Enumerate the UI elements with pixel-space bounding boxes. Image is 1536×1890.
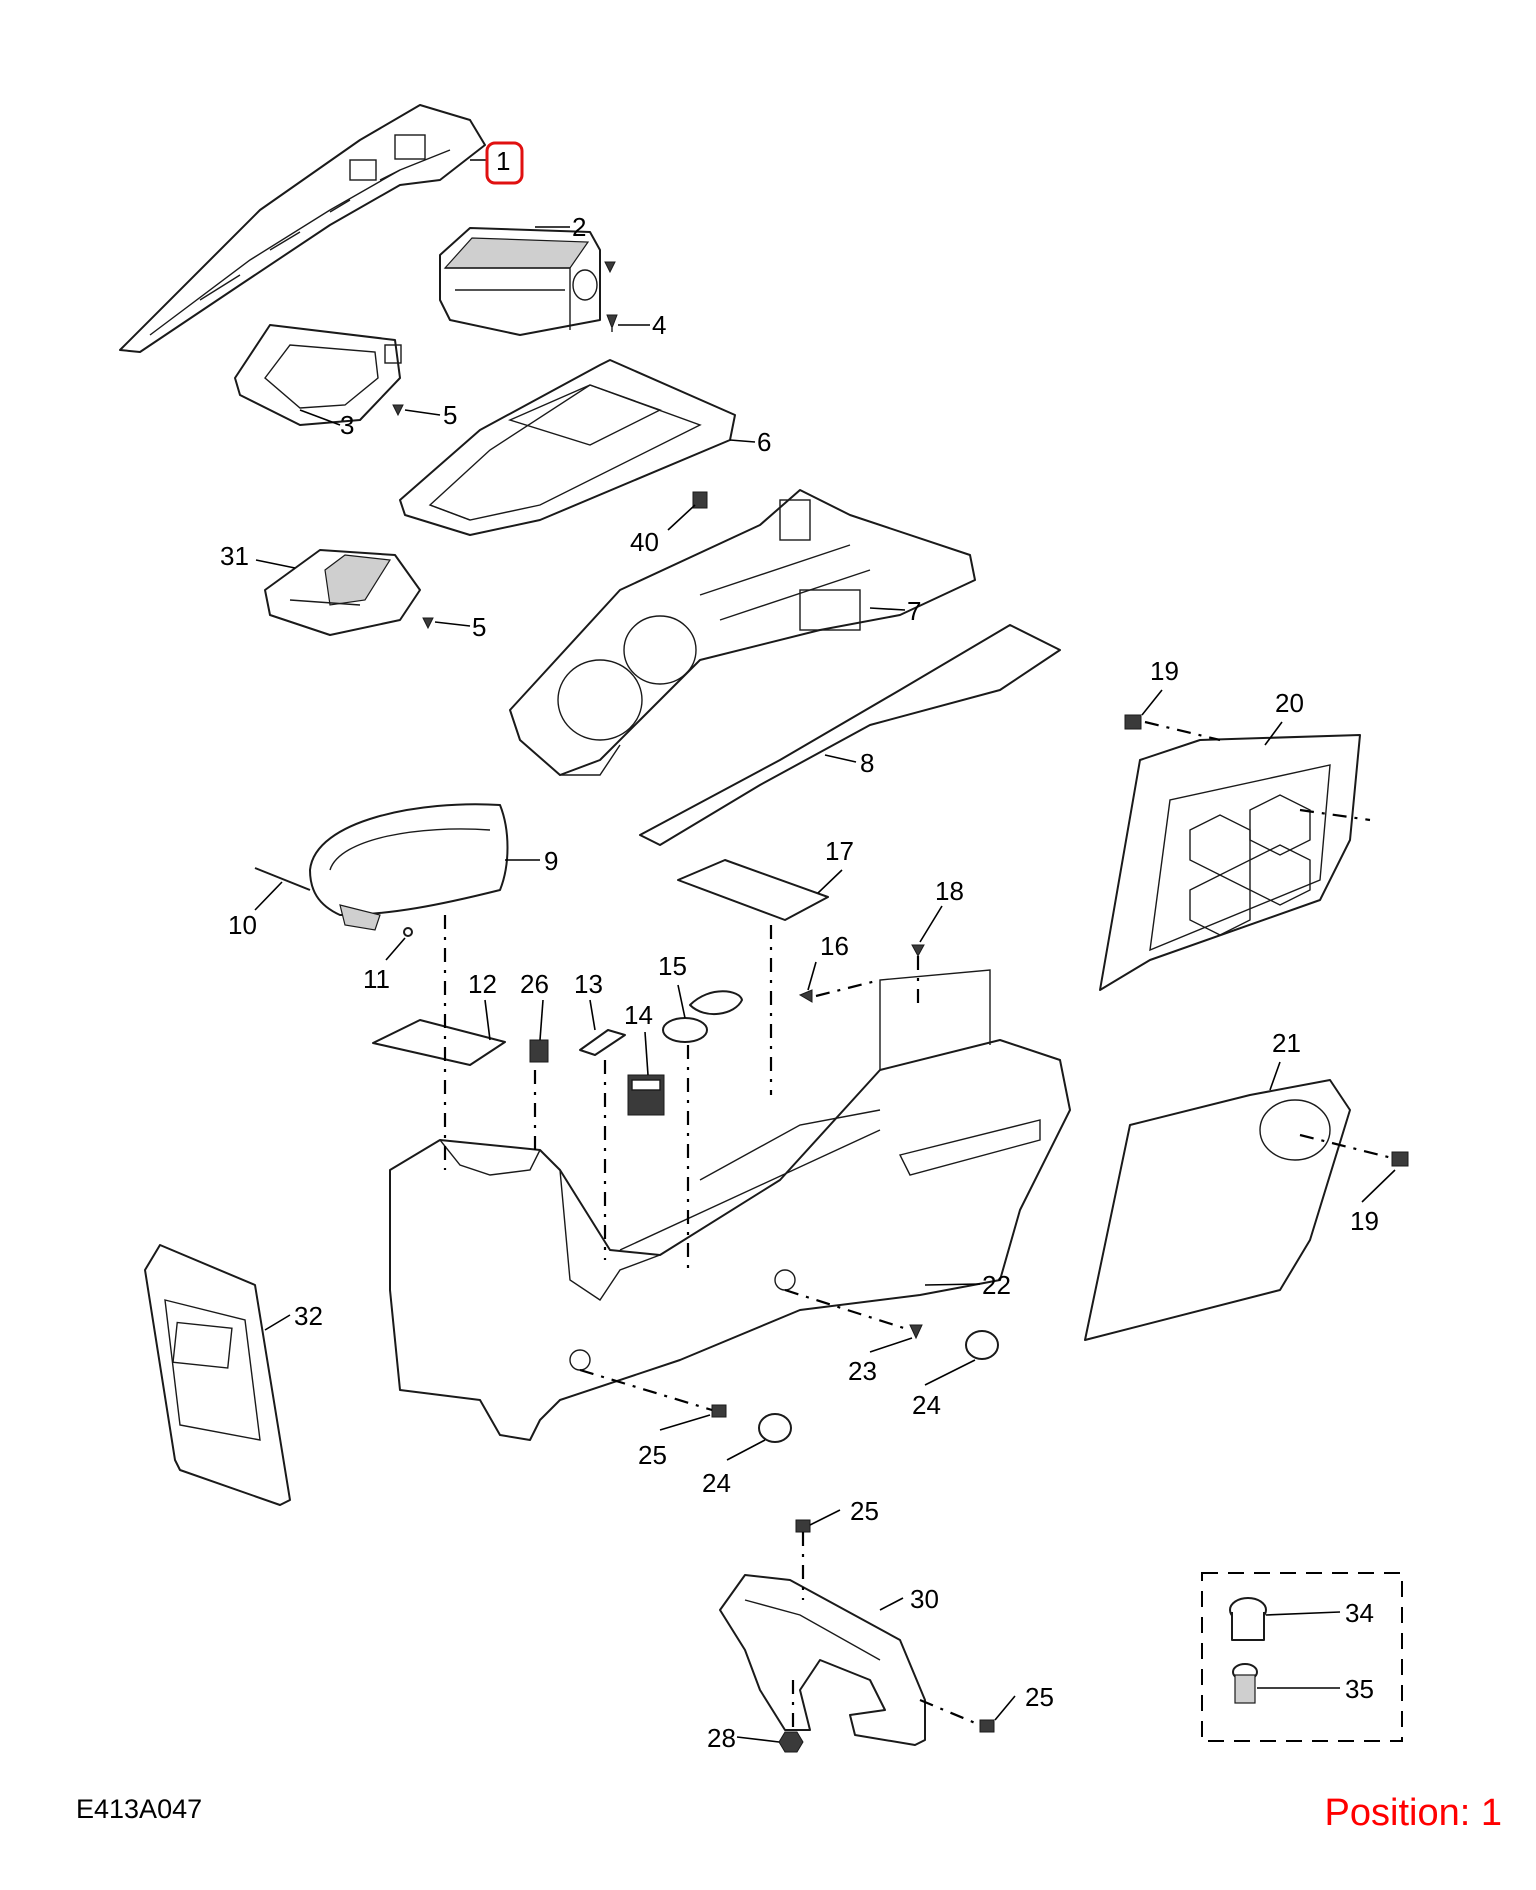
part-40-clip[interactable] (692, 491, 708, 509)
callout-28[interactable]: 28 (707, 1723, 736, 1753)
callout-24-right[interactable]: 24 (912, 1390, 941, 1420)
callout-40[interactable]: 40 (630, 527, 659, 557)
callout-7[interactable]: 7 (907, 596, 921, 626)
part-13-insert[interactable] (579, 1029, 626, 1056)
diagram-code: E413A047 (76, 1794, 202, 1824)
callout-19-upper[interactable]: 19 (1150, 656, 1179, 686)
callout-12[interactable]: 12 (468, 969, 497, 999)
part-25-bolt-console[interactable] (711, 1404, 727, 1418)
part-35-socket[interactable] (1232, 1663, 1258, 1704)
callout-13[interactable]: 13 (574, 969, 603, 999)
part-11-pin[interactable] (403, 927, 413, 937)
leader-lines (254, 159, 1396, 1743)
part-34-power-outlet[interactable] (1229, 1597, 1267, 1641)
callout-8[interactable]: 8 (860, 748, 874, 778)
assembly-lines (443, 720, 1393, 1730)
part-19-screw-upper[interactable] (1124, 714, 1142, 730)
callout-21[interactable]: 21 (1272, 1028, 1301, 1058)
part-3-bezel-frame[interactable] (234, 324, 402, 426)
callout-35[interactable]: 35 (1345, 1674, 1374, 1704)
callout-26[interactable]: 26 (520, 969, 549, 999)
callout-25-side[interactable]: 25 (1025, 1682, 1054, 1712)
callout-10[interactable]: 10 (228, 910, 257, 940)
part-1-trim-strip[interactable] (119, 104, 486, 353)
callout-31[interactable]: 31 (220, 541, 249, 571)
callout-25-top[interactable]: 25 (850, 1496, 879, 1526)
part-8-trim-strip[interactable] (639, 624, 1061, 846)
part-25-bolt-side[interactable] (979, 1719, 995, 1733)
part-5-screw-lower[interactable] (422, 617, 434, 630)
callout-30[interactable]: 30 (910, 1584, 939, 1614)
callout-22[interactable]: 22 (982, 1270, 1011, 1300)
callout-4[interactable]: 4 (652, 310, 666, 340)
callout-19-lower[interactable]: 19 (1350, 1206, 1379, 1236)
part-24-cap-left[interactable] (758, 1413, 792, 1443)
callout-1[interactable]: 1 (496, 146, 510, 176)
part-21-side-panel[interactable] (1084, 1079, 1351, 1341)
part-10-hinge-pin[interactable] (254, 867, 311, 891)
part-9-armrest-lid[interactable] (309, 803, 509, 931)
part-20-side-panel-hex[interactable] (1099, 734, 1361, 991)
part-5-screw-upper[interactable] (392, 404, 404, 417)
part-16-screw[interactable] (798, 989, 813, 1003)
callout-25-console[interactable]: 25 (638, 1440, 667, 1470)
part-6-console-top-trim[interactable] (399, 359, 736, 536)
callout-16[interactable]: 16 (820, 931, 849, 961)
part-15-cup-holder-ring[interactable] (662, 990, 743, 1043)
callout-6[interactable]: 6 (757, 427, 771, 457)
callout-3[interactable]: 3 (340, 410, 354, 440)
callout-20[interactable]: 20 (1275, 688, 1304, 718)
part-4-upper-screw (604, 261, 616, 274)
part-32-rear-vent[interactable] (144, 1244, 291, 1506)
callout-11[interactable]: 11 (363, 964, 390, 994)
part-4-screw[interactable] (606, 314, 618, 332)
position-indicator: Position: 1 (1325, 1792, 1502, 1834)
callout-15[interactable]: 15 (658, 951, 687, 981)
callout-9[interactable]: 9 (544, 846, 558, 876)
callout-32[interactable]: 32 (294, 1301, 323, 1331)
callout-labels: 1 2 4 3 5 6 40 31 5 7 8 9 10 11 12 26 13… (220, 141, 1379, 1753)
callout-17[interactable]: 17 (825, 836, 854, 866)
part-28-nut[interactable] (778, 1731, 804, 1753)
part-7-console-carrier[interactable] (509, 489, 976, 776)
part-17-mat[interactable] (677, 859, 829, 921)
part-25-bolt-top[interactable] (795, 1519, 811, 1533)
callout-18[interactable]: 18 (935, 876, 964, 906)
part-2-storage-bin[interactable] (439, 227, 601, 336)
part-12-mat[interactable] (372, 1019, 506, 1066)
part-18-screw[interactable] (911, 944, 925, 958)
part-24-cap-right[interactable] (965, 1330, 999, 1360)
part-23-screw[interactable] (909, 1324, 923, 1340)
callout-23[interactable]: 23 (848, 1356, 877, 1386)
part-14-switch[interactable] (627, 1074, 665, 1116)
callout-34[interactable]: 34 (1345, 1598, 1374, 1628)
option-box (1201, 1572, 1403, 1742)
part-30-bracket[interactable] (719, 1574, 926, 1746)
callout-14[interactable]: 14 (624, 1000, 653, 1030)
callout-5-lower[interactable]: 5 (472, 612, 486, 642)
callout-5-upper[interactable]: 5 (443, 400, 457, 430)
callout-1-highlight (485, 141, 524, 185)
callout-24-left[interactable]: 24 (702, 1468, 731, 1498)
part-31-shifter-bezel[interactable] (264, 549, 421, 636)
part-22-console-body[interactable] (389, 969, 1071, 1441)
callout-2[interactable]: 2 (572, 212, 586, 242)
part-26-clip[interactable] (529, 1039, 549, 1063)
part-19-screw-lower[interactable] (1391, 1151, 1409, 1167)
